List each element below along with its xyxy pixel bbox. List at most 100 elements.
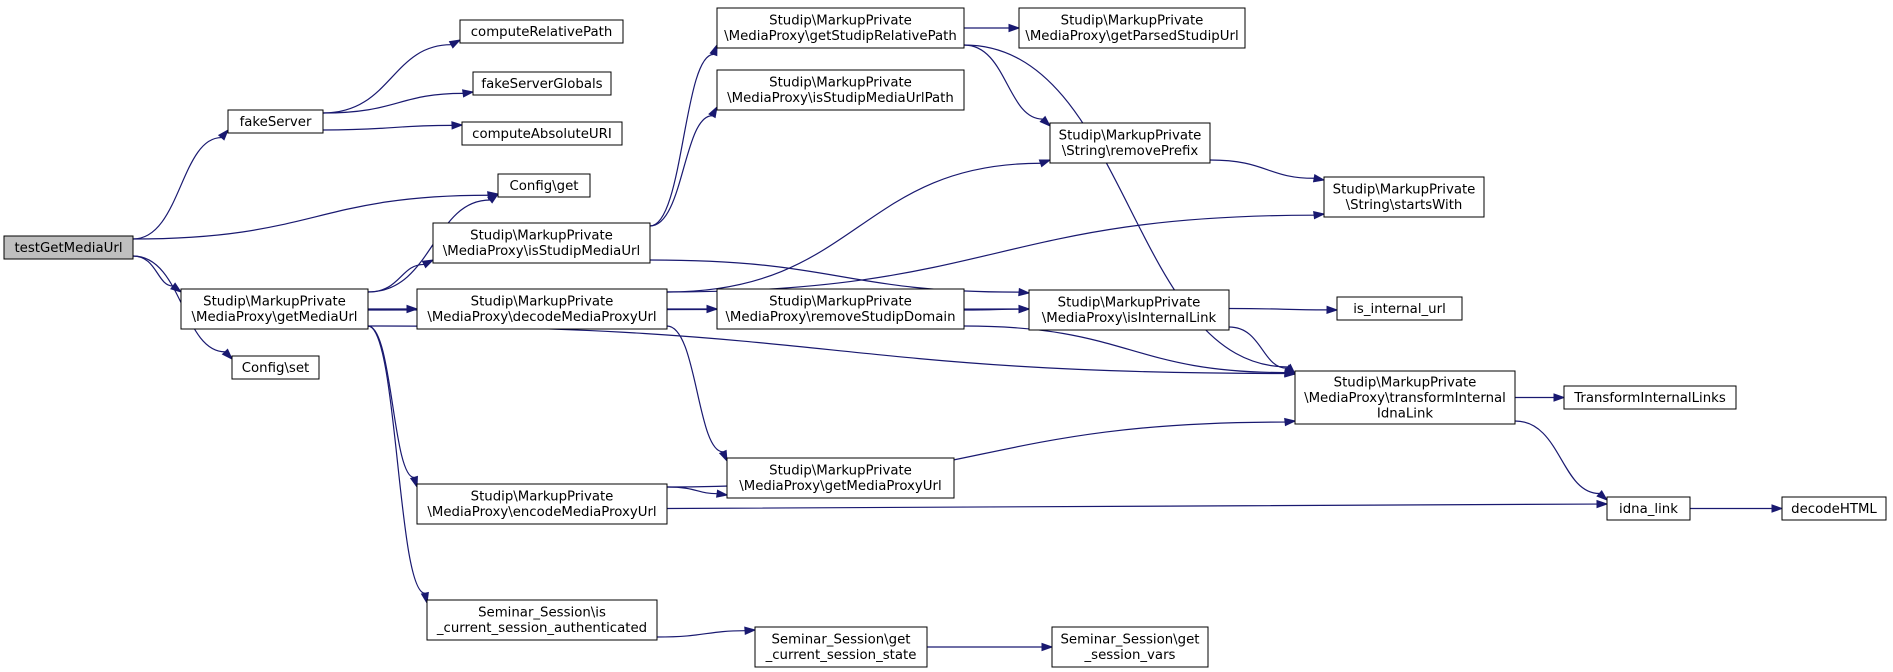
nodes-layer: testGetMediaUrl fakeServer computeRelative… [3, 7, 1887, 668]
node-getSessionState[interactable]: Seminar_Session\get_current_session_stat… [754, 626, 928, 668]
node-label-line: Studip\MarkupPrivate [769, 295, 912, 310]
edge-arrowhead [406, 304, 419, 314]
edge-arrowhead [1771, 504, 1784, 513]
node-label-line: \MediaProxy\removeStudipDomain [725, 310, 955, 325]
node-label-line: _session_vars [1084, 648, 1176, 663]
node-label-line: Studip\MarkupPrivate [471, 295, 614, 310]
node-configSet[interactable]: Config\set [231, 355, 320, 380]
node-getSessionVars[interactable]: Seminar_Session\get_session_vars [1051, 626, 1209, 668]
node-box [716, 288, 965, 330]
edge-line [649, 115, 713, 227]
edge-arrowhead [1312, 174, 1326, 183]
edge-isStudipMediaUrl-to-isStudipMediaUrlPath [649, 105, 718, 227]
node-isStudipMediaUrlPath[interactable]: Studip\MarkupPrivate\MediaProxy\isStudip… [716, 69, 965, 111]
edge-testGetMediaUrl-to-fakeServer [132, 128, 229, 240]
edge-arrowhead [1284, 417, 1297, 427]
node-box [1563, 385, 1737, 410]
node-label-line: Config\get [510, 179, 579, 194]
edge-arrowhead [716, 489, 729, 498]
node-encodeMediaProxyUrl[interactable]: Studip\MarkupPrivate\MediaProxy\encodeMe… [416, 483, 668, 525]
node-label-line: Studip\MarkupPrivate [203, 295, 346, 310]
edge-arrowhead [1041, 642, 1054, 652]
node-label-line: fakeServer [240, 115, 312, 130]
node-label-line: Studip\MarkupPrivate [769, 76, 912, 91]
node-box [416, 483, 668, 525]
node-box [1781, 496, 1887, 521]
node-removePrefix[interactable]: Studip\MarkupPrivate\String\removePrefix [1049, 122, 1211, 164]
node-startsWith[interactable]: Studip\MarkupPrivate\String\startsWith [1323, 176, 1485, 218]
node-box [227, 109, 324, 134]
node-decodeMediaProxyUrl[interactable]: Studip\MarkupPrivate\MediaProxy\decodeMe… [416, 288, 668, 330]
node-box [416, 288, 668, 330]
node-label-line: \MediaProxy\isStudipMediaUrlPath [727, 91, 954, 106]
node-label-line: is_internal_url [1353, 302, 1446, 317]
node-label-line: testGetMediaUrl [14, 241, 122, 256]
node-idnaLink[interactable]: idna_link [1606, 496, 1691, 521]
edge-line [963, 44, 1288, 368]
edge-line [666, 503, 1598, 510]
edge-line [132, 194, 489, 240]
edge-line [666, 325, 724, 453]
edge-arrowhead [1038, 159, 1052, 168]
node-box [1028, 289, 1230, 331]
edge-line [367, 263, 425, 293]
node-box [432, 222, 651, 264]
edge-line [322, 124, 453, 131]
node-getParsedStudipUrl[interactable]: Studip\MarkupPrivate\MediaProxy\getParse… [1018, 7, 1246, 49]
node-box [726, 457, 955, 499]
node-label-line: \MediaProxy\isInternalLink [1042, 311, 1217, 326]
node-computeAbsoluteURI[interactable]: computeAbsoluteURI [461, 121, 623, 146]
node-box [231, 355, 320, 380]
edge-getStudipRelativePath-to-removePrefix [963, 44, 1052, 128]
edge-arrowhead [170, 282, 183, 293]
edge-arrowhead [1018, 287, 1031, 297]
edge-removePrefix-to-startsWith [1209, 159, 1326, 183]
node-box [716, 69, 965, 111]
node-fakeServer[interactable]: fakeServer [227, 109, 324, 134]
node-label-line: Studip\MarkupPrivate [1061, 14, 1204, 29]
node-label-line: Seminar_Session\get [771, 633, 910, 648]
edge-line [656, 630, 746, 638]
edge-line [649, 259, 1020, 293]
node-label-line: \MediaProxy\decodeMediaProxyUrl [427, 310, 656, 325]
edge-line [649, 53, 714, 227]
node-getMediaProxyUrl[interactable]: Studip\MarkupPrivate\MediaProxy\getMedia… [726, 457, 955, 499]
edge-arrowhead [709, 43, 718, 57]
node-computeRelativePath[interactable]: computeRelativePath [459, 19, 624, 44]
node-label-line: computeAbsoluteURI [472, 127, 612, 142]
edge-encodeMediaProxyUrl-to-idnaLink [666, 499, 1609, 510]
edge-transformInternalIdnaLink-to-idnaLink [1514, 420, 1609, 501]
node-transformInternalLinks[interactable]: TransformInternalLinks [1563, 385, 1737, 410]
node-box [426, 599, 658, 641]
node-decodeHTML[interactable]: decodeHTML [1781, 496, 1887, 521]
node-isInternalLink[interactable]: Studip\MarkupPrivate\MediaProxy\isIntern… [1028, 289, 1230, 331]
node-box [1606, 496, 1691, 521]
edge-isInternalLink-to-isInternalUrl [1228, 305, 1339, 315]
node-fakeServerGlobals[interactable]: fakeServerGlobals [472, 71, 612, 96]
edge-line [132, 255, 174, 287]
node-box [472, 71, 612, 96]
edge-line [322, 92, 464, 114]
node-label-line: Config\set [242, 361, 309, 376]
node-isAuthenticated[interactable]: Seminar_Session\is_current_session_authe… [426, 599, 658, 641]
node-label-line: \MediaProxy\getMediaProxyUrl [739, 479, 941, 494]
node-getStudipRelativePath[interactable]: Studip\MarkupPrivate\MediaProxy\getStudi… [716, 7, 965, 49]
edge-line [963, 44, 1043, 120]
node-box [1051, 626, 1209, 668]
node-box [497, 173, 591, 198]
node-configGet[interactable]: Config\get [497, 173, 591, 198]
node-label-line: \String\startsWith [1346, 198, 1463, 213]
node-transformInternalIdnaLink[interactable]: Studip\MarkupPrivate\MediaProxy\transfor… [1294, 370, 1516, 425]
node-isStudipMediaUrl[interactable]: Studip\MarkupPrivate\MediaProxy\isStudip… [432, 222, 651, 264]
node-getMediaUrl[interactable]: Studip\MarkupPrivate\MediaProxy\getMedia… [180, 288, 369, 330]
node-testGetMediaUrl[interactable]: testGetMediaUrl [3, 235, 134, 260]
node-label-line: Studip\MarkupPrivate [471, 490, 614, 505]
node-box [1049, 122, 1211, 164]
edge-arrowhead [708, 105, 718, 119]
node-removeStudipDomain[interactable]: Studip\MarkupPrivate\MediaProxy\removeSt… [716, 288, 965, 330]
edge-line [963, 308, 1020, 311]
node-isInternalUrl[interactable]: is_internal_url [1336, 296, 1463, 321]
edge-line [132, 136, 222, 240]
edge-arrowhead [1018, 304, 1031, 314]
